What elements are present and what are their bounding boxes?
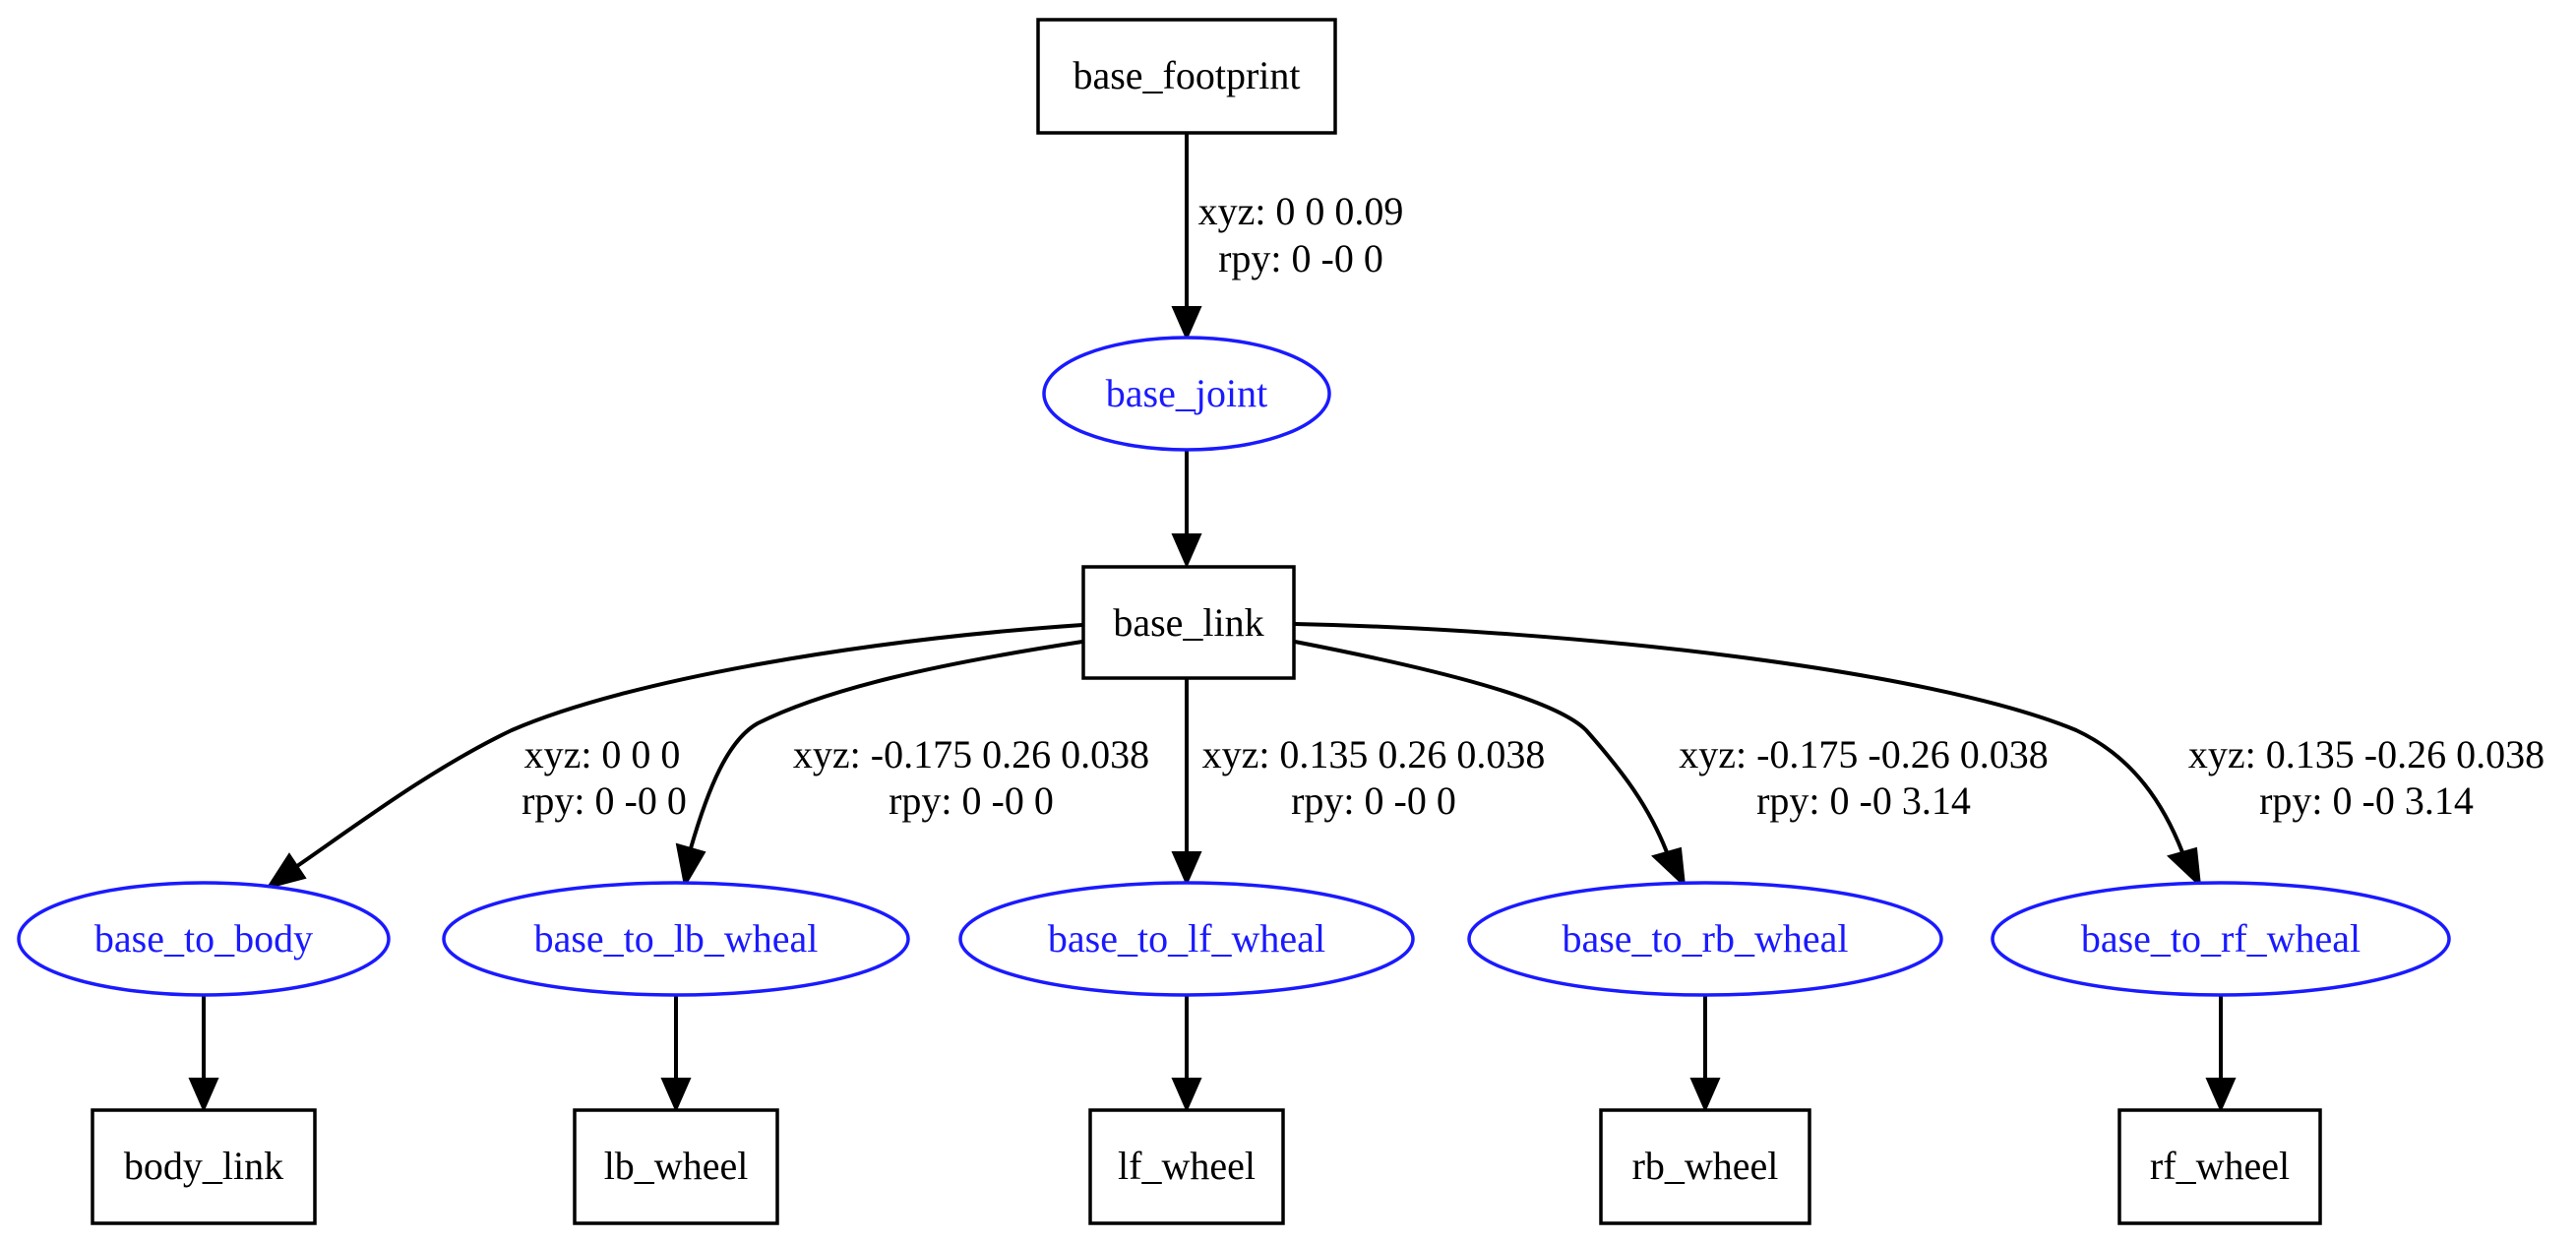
edge-label-base-joint-xyz: xyz: 0 0 0.09	[1198, 189, 1404, 233]
link-label-base-link: base_link	[1113, 600, 1263, 645]
joint-nodes: base_joint base_to_body base_to_lb_wheal…	[17, 336, 2451, 997]
joint-label-base-to-lb-wheal: base_to_lb_wheal	[534, 916, 819, 961]
link-node-lb-wheel[interactable]: lb_wheel	[573, 1108, 779, 1225]
link-label-body-link: body_link	[124, 1144, 283, 1188]
joint-label-base-to-rb-wheal: base_to_rb_wheal	[1562, 916, 1848, 961]
arrow-head	[660, 1078, 692, 1113]
edge-label-base-to-lf-wheal-xyz: xyz: 0.135 0.26 0.038	[1202, 732, 1546, 776]
link-node-base-footprint[interactable]: base_footprint	[1036, 18, 1337, 135]
link-node-rf-wheel[interactable]: rf_wheel	[2117, 1108, 2322, 1225]
link-node-body-link[interactable]: body_link	[91, 1108, 317, 1225]
joint-node-base-joint[interactable]: base_joint	[1042, 336, 1331, 452]
edge-label-base-to-lf-wheal-rpy: rpy: 0 -0 0	[1291, 778, 1456, 823]
edge-label-base-to-lb-wheal-rpy: rpy: 0 -0 0	[889, 778, 1054, 823]
arrow-head	[1171, 533, 1202, 569]
arrow-head	[1651, 846, 1687, 889]
arrow-head	[1171, 306, 1202, 342]
joint-node-base-to-body[interactable]: base_to_body	[17, 881, 391, 997]
link-node-rb-wheel[interactable]: rb_wheel	[1599, 1108, 1811, 1225]
edge-label-base-to-rf-wheal-xyz: xyz: 0.135 -0.26 0.038	[2188, 732, 2545, 776]
arrow-head	[1171, 851, 1202, 887]
arrow-head	[1689, 1078, 1721, 1113]
edge-labels: xyz: 0 0 0.09 rpy: 0 -0 0 xyz: 0 0 0 rpy…	[521, 189, 2545, 823]
arrow-head	[265, 852, 307, 890]
arrow-head	[2167, 846, 2202, 889]
joint-label-base-to-lf-wheal: base_to_lf_wheal	[1048, 916, 1325, 961]
edge-label-base-to-rf-wheal-rpy: rpy: 0 -0 3.14	[2259, 778, 2474, 823]
arrow-head	[675, 842, 706, 889]
edge-base-link-to-base-to-rf-wheal	[1294, 622, 2184, 853]
arrow-head	[188, 1078, 219, 1113]
link-node-lf-wheel[interactable]: lf_wheel	[1088, 1108, 1285, 1225]
joint-node-base-to-rb-wheal[interactable]: base_to_rb_wheal	[1467, 881, 1943, 997]
joint-node-base-to-lb-wheal[interactable]: base_to_lb_wheal	[442, 881, 910, 997]
edge-base-link-to-base-to-rb-wheal	[1294, 640, 1669, 853]
edge-base-link-to-base-to-body	[295, 623, 1083, 868]
link-node-base-link[interactable]: base_link	[1081, 565, 1296, 680]
joint-label-base-to-body: base_to_body	[94, 916, 313, 961]
edge-label-base-to-body-rpy: rpy: 0 -0 0	[521, 778, 687, 823]
joint-label-base-joint: base_joint	[1106, 371, 1267, 415]
arrow-head	[1171, 1078, 1202, 1113]
joint-node-base-to-lf-wheal[interactable]: base_to_lf_wheal	[958, 881, 1415, 997]
edge-label-base-to-lb-wheal-xyz: xyz: -0.175 0.26 0.038	[793, 732, 1149, 776]
link-label-rb-wheel: rb_wheel	[1632, 1144, 1779, 1188]
edge-label-base-to-rb-wheal-rpy: rpy: 0 -0 3.14	[1756, 778, 1971, 823]
link-label-base-footprint: base_footprint	[1073, 53, 1300, 97]
joint-node-base-to-rf-wheal[interactable]: base_to_rf_wheal	[1991, 881, 2451, 997]
link-nodes: base_footprint base_link body_link lb_wh…	[91, 18, 2322, 1225]
edge-label-base-joint-rpy: rpy: 0 -0 0	[1218, 236, 1383, 280]
arrow-head	[2205, 1078, 2237, 1113]
edge-label-base-to-body-xyz: xyz: 0 0 0	[524, 732, 681, 776]
edges	[188, 134, 2237, 1113]
edge-label-base-to-rb-wheal-xyz: xyz: -0.175 -0.26 0.038	[1679, 732, 2049, 776]
link-label-rf-wheel: rf_wheel	[2150, 1144, 2290, 1188]
link-label-lb-wheel: lb_wheel	[604, 1144, 749, 1188]
link-label-lf-wheel: lf_wheel	[1118, 1144, 1256, 1188]
joint-label-base-to-rf-wheal: base_to_rf_wheal	[2081, 916, 2361, 961]
edge-base-link-to-base-to-lb-wheal	[689, 640, 1083, 849]
